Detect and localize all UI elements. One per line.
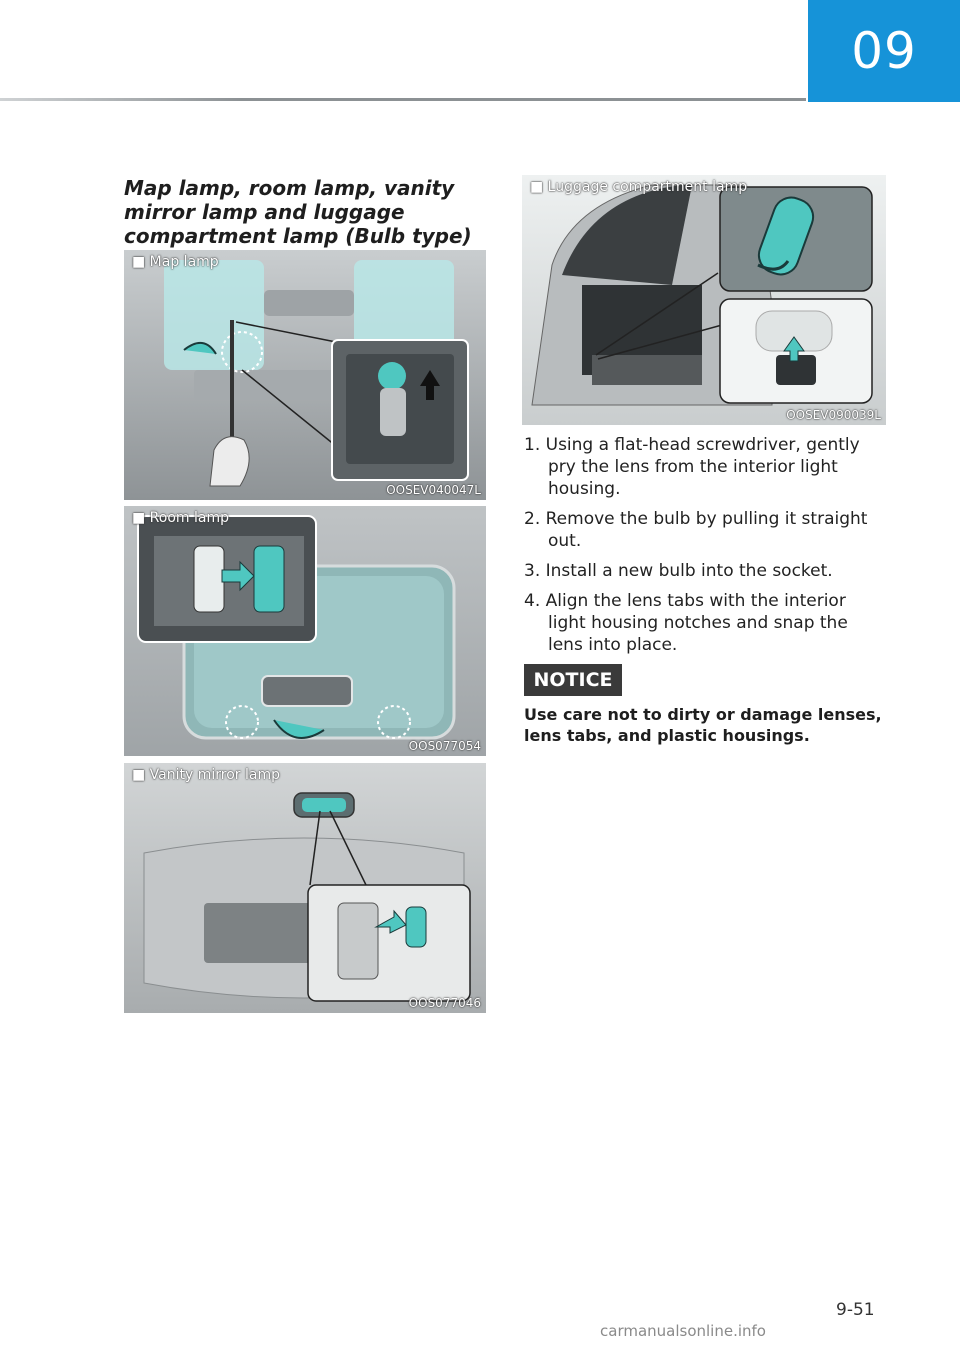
vanity-lamp-caption: ■ Vanity mirror lamp xyxy=(132,767,280,783)
luggage-lamp-figure: ■ Luggage compartment lamp OOSEV090039L xyxy=(522,175,886,425)
step-item: 1. Using a flat-head screwdriver, gently… xyxy=(524,435,860,499)
vanity-lamp-figure: ■ Vanity mirror lamp OOS077046 xyxy=(124,763,486,1013)
map-lamp-caption: ■ Map lamp xyxy=(132,254,219,270)
luggage-lamp-code: OOSEV090039L xyxy=(786,408,881,422)
step-item: 2. Remove the bulb by pulling it straigh… xyxy=(524,509,868,551)
map-lamp-code: OOSEV040047L xyxy=(386,483,481,497)
map-lamp-illustration xyxy=(124,250,486,500)
watermark-link[interactable]: carmanualsonline.info xyxy=(600,1322,766,1340)
step-item: 4. Align the lens tabs with the interior… xyxy=(524,591,848,655)
chapter-tab: 09 xyxy=(808,0,960,102)
page-number: 9-51 xyxy=(836,1300,875,1320)
room-lamp-caption: ■ Room lamp xyxy=(132,510,229,526)
map-lamp-figure: ■ Map lamp OOSEV040047L xyxy=(124,250,486,500)
header-rule xyxy=(0,98,806,101)
section-heading: Map lamp, room lamp, vanity mirror lamp … xyxy=(124,176,472,248)
notice-text: Use care not to dirty or damage lenses, … xyxy=(524,705,882,745)
vanity-lamp-code: OOS077046 xyxy=(408,996,481,1010)
instruction-steps: 1. Using a flat-head screwdriver, gently… xyxy=(524,434,886,664)
chapter-number: 09 xyxy=(851,22,917,80)
room-lamp-code: OOS077054 xyxy=(408,739,481,753)
step-item: 3. Install a new bulb into the socket. xyxy=(524,561,833,581)
vanity-lamp-illustration xyxy=(124,763,486,1013)
room-lamp-figure: ■ Room lamp OOS077054 xyxy=(124,506,486,756)
luggage-lamp-caption: ■ Luggage compartment lamp xyxy=(530,179,748,195)
room-lamp-illustration xyxy=(124,506,486,756)
luggage-lamp-illustration xyxy=(522,175,886,425)
notice-badge: NOTICE xyxy=(524,664,622,696)
